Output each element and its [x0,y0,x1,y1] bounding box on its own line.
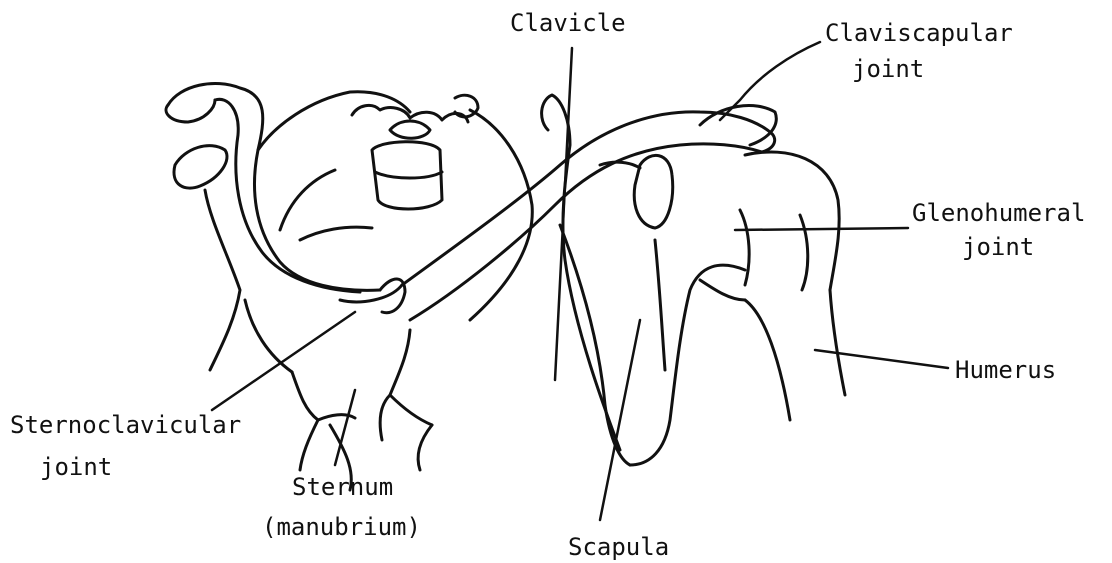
vertebral-spine [390,121,430,138]
vertebral-transverse-right [455,95,478,117]
sternoclavicular-joint-label-line2: joint [40,452,112,482]
left-clavicle-inner [215,99,360,292]
left-clavicle-end [166,100,215,122]
sternum-lower-right [380,395,390,440]
lower-line-right [418,425,432,470]
rib-inner-curve [300,227,372,240]
glenohumeral-joint-label-line1: Glenohumeral [912,198,1085,228]
clavicle-label: Clavicle [510,8,626,38]
left-scapula-edge [205,190,240,370]
sternum-label-line1: Sternum [292,472,393,502]
scapula-spine-left [560,225,630,465]
humerus-lateral [830,290,845,395]
humeral-neck [800,215,808,290]
left-acromion [174,146,227,188]
scapula-label: Scapula [568,532,669,562]
claviscapular-joint-label-line1: Claviscapular [825,18,1013,48]
rib-inner-left [280,170,335,230]
leader-scapula [600,320,640,520]
humeral-head [745,152,839,290]
scapula-inner-line [655,240,665,370]
humerus-label: Humerus [955,355,1056,385]
leader-glenohumeral [735,228,908,230]
claviscapular-joint-label-line2: joint [852,54,924,84]
manubrium-right [390,330,432,425]
right-clavicle-upper [402,112,770,285]
leader-sternoclavicular [212,312,355,410]
joint-capsule [700,280,745,300]
right-clavicle-lower [410,144,762,320]
sternum-label-line2: (manubrium) [262,512,421,542]
first-rib-left [258,92,410,150]
manubrium-left [292,372,318,470]
vertebral-body-band [375,172,442,178]
glenoid-rim [740,210,749,285]
leader-humerus [815,350,948,368]
first-rib-right [470,110,532,320]
glenohumeral-joint-label-line2: joint [962,232,1034,262]
humerus-medial [745,300,790,420]
sternoclavicular-joint-label-line1: Sternoclavicular [10,410,241,440]
manubrium-notch [340,285,402,302]
